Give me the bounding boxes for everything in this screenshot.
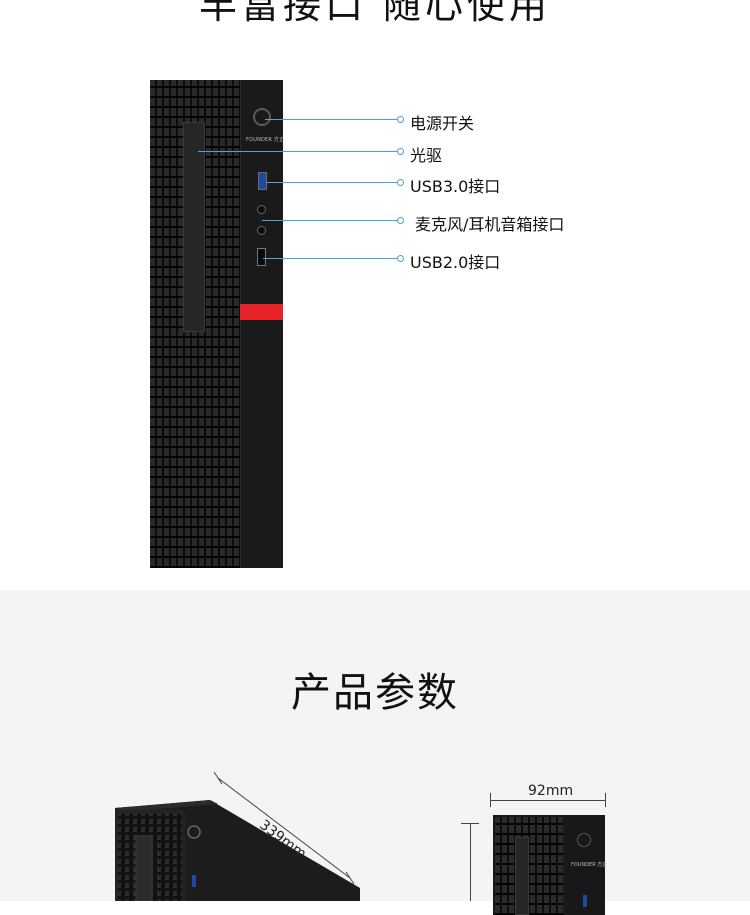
callout-dot-power: [397, 116, 404, 123]
width-dimension-tick-right: [605, 793, 606, 807]
pc-front-power-icon: [577, 833, 591, 847]
callout-line-optical: [198, 151, 398, 152]
callout-dot-audio: [397, 217, 404, 224]
pc-front-usb-icon: [583, 895, 587, 907]
brand-logo: FOUNDER 方正: [246, 137, 285, 143]
microphone-jack-icon: [257, 226, 266, 235]
pc-iso-bay: [135, 835, 153, 901]
callout-dot-optical: [397, 148, 404, 155]
pc-tower-front: [150, 80, 283, 568]
callout-label-usb3: USB3.0接口: [410, 177, 501, 196]
pc-front-view: FOUNDER 方正: [493, 815, 608, 915]
callout-label-audio: 麦克风/耳机音箱接口: [415, 215, 565, 234]
pc-front-brand-logo: FOUNDER 方正: [571, 862, 608, 868]
callout-line-usb2: [263, 258, 398, 259]
callout-label-power: 电源开关: [410, 114, 475, 133]
pc-iso-usb-icon: [192, 875, 196, 887]
headphone-jack-icon: [257, 205, 266, 214]
usb3-port-icon: [258, 172, 267, 190]
front-io-panel: [240, 80, 283, 568]
callout-dot-usb2: [397, 255, 404, 262]
pc-front-bay: [515, 837, 529, 915]
width-dimension-tick-left: [490, 793, 491, 807]
interfaces-section: [0, 0, 750, 590]
width-dimension-line: [491, 800, 606, 801]
callout-label-optical: 光驱: [410, 146, 443, 165]
pc-isometric-view: [115, 771, 360, 901]
pc-iso-power-icon: [187, 825, 201, 839]
callout-label-usb2: USB2.0接口: [410, 253, 501, 272]
interfaces-heading: 丰富接口 随心使用: [198, 0, 552, 27]
params-heading: 产品参数: [291, 670, 459, 716]
width-dimension-label: 92mm: [528, 783, 574, 799]
callout-dot-usb3: [397, 179, 404, 186]
callout-line-power: [265, 119, 398, 120]
pc-front-grille: [495, 817, 563, 915]
height-dimension-tick-top: [461, 823, 479, 824]
usb2-port-icon: [257, 248, 266, 266]
optical-drive-bay: [183, 122, 205, 332]
red-accent-stripe: [240, 304, 283, 320]
depth-dimension-tick-end: [345, 871, 355, 885]
height-dimension-line: [470, 823, 471, 901]
pc-top-edge: [115, 800, 218, 812]
power-button-icon: [253, 108, 271, 126]
callout-line-audio: [262, 220, 398, 221]
callout-line-usb3: [266, 182, 398, 183]
depth-dimension-line: [217, 777, 351, 879]
depth-dimension-tick-start: [213, 771, 223, 785]
